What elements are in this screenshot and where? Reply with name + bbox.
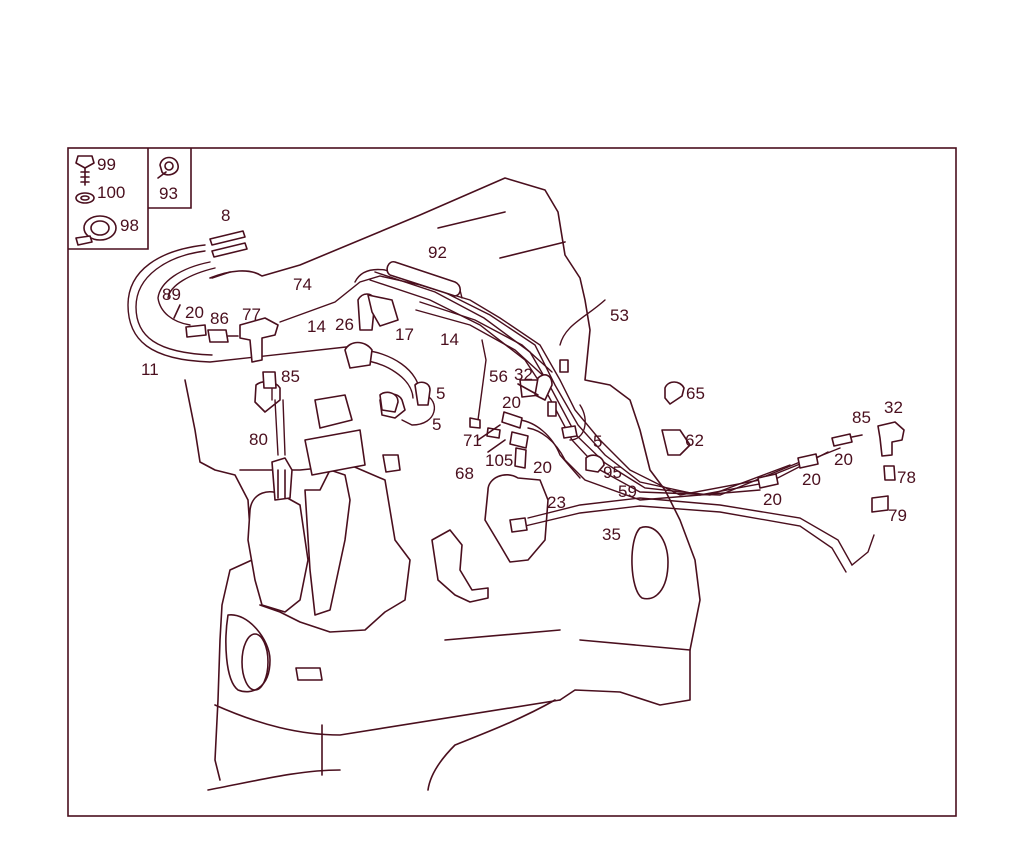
vacuum-hoses [127,230,875,573]
part-label: 8 [221,206,230,225]
hose-clamp-icon [75,215,117,246]
part-label: 20 [763,490,782,509]
part-label: 71 [463,431,482,450]
bolt-icon [75,155,95,186]
legend-label-98: 98 [120,216,139,235]
washer-icon [75,192,95,204]
part-label: 65 [686,384,705,403]
part-label: 26 [335,315,354,334]
part-label: 5 [593,432,602,451]
part-label: 89 [162,285,181,304]
legend-box-small-parts [68,148,192,250]
part-label: 20 [185,303,204,322]
part-label: 5 [436,384,445,403]
legend-label-100: 100 [97,183,125,202]
clip-icon [157,156,179,179]
part-label: 5 [432,415,441,434]
part-label: 17 [395,325,414,344]
part-label: 14 [307,317,326,336]
part-label: 92 [428,243,447,262]
part-label: 23 [547,493,566,512]
part-label: 32 [884,398,903,417]
part-label: 79 [888,506,907,525]
legend-label-93: 93 [159,184,178,203]
part-label: 20 [533,458,552,477]
part-label: 20 [502,393,521,412]
part-label: 53 [610,306,629,325]
part-label: 74 [293,275,312,294]
part-label: 105 [485,451,513,470]
leader-lines [173,271,539,453]
part-label: 20 [834,450,853,469]
part-label: 95 [603,463,622,482]
connectors [185,293,905,533]
engine-block [184,177,701,791]
legend-label-99: 99 [97,155,116,174]
part-label: 62 [685,431,704,450]
part-label: 68 [455,464,474,483]
part-label: 56 [489,367,508,386]
part-label: 32 [514,365,533,384]
part-label: 35 [602,525,621,544]
part-label: 85 [852,408,871,427]
part-label: 11 [141,360,159,379]
part-label: 78 [897,468,916,487]
part-label: 85 [281,367,300,386]
diagram-frame [67,147,957,817]
part-label: 77 [242,305,261,324]
part-label: 20 [802,470,821,489]
part-label: 14 [440,330,459,349]
part-label: 80 [249,430,268,449]
part-label: 86 [210,309,229,328]
part-label: 59 [618,482,637,501]
